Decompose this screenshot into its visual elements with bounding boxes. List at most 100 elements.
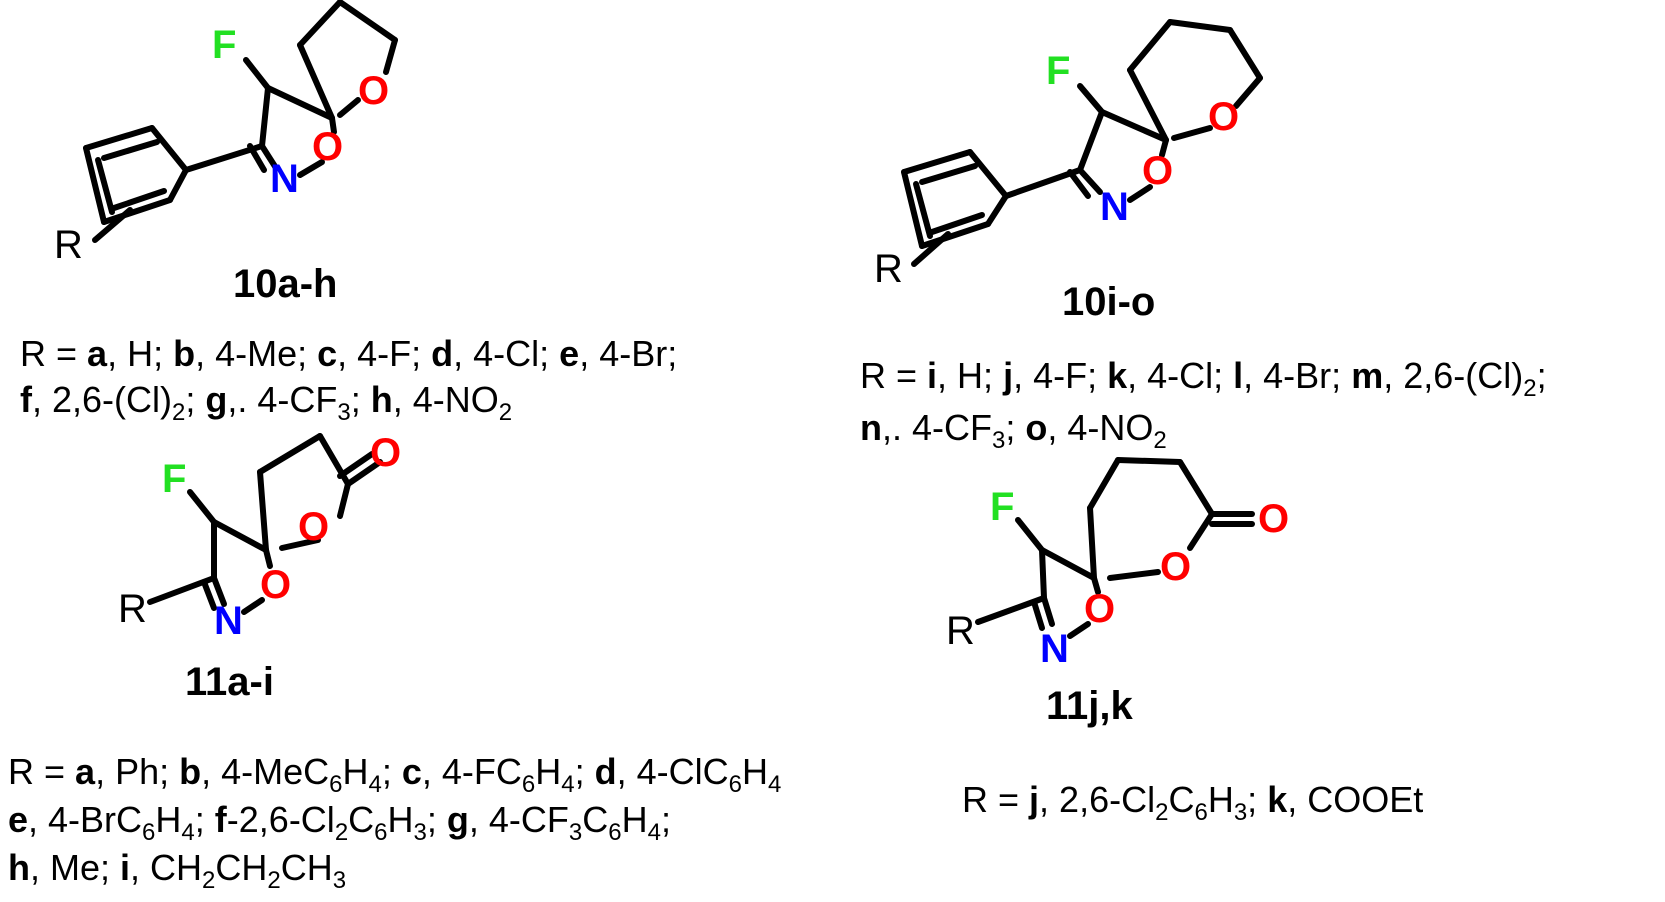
substituents-11a-i-line-1: R = a, Ph; b, 4-MeC6H4; c, 4-FC6H4; d, 4… [8, 751, 781, 797]
text-segment: , 4-Br; [1243, 355, 1352, 396]
compound-letter: c [317, 333, 338, 374]
compound-letter: j [1003, 355, 1014, 396]
subscript: 2 [267, 867, 281, 894]
subscript: 4 [561, 771, 575, 798]
text-segment: R = [962, 779, 1030, 820]
ring-oxygen-atom: O [1160, 545, 1191, 589]
compound-letter: i [927, 355, 938, 396]
subscript: 2 [498, 399, 513, 426]
compound-letter: n [860, 407, 882, 448]
substituents-11j-k-line-1: R = j, 2,6-Cl2C6H3; k, COOEt [962, 779, 1424, 825]
text-segment: ; [1247, 779, 1268, 820]
text-segment: ,. 4-CF [227, 379, 338, 420]
nitrogen-atom: N [1100, 185, 1129, 229]
compound-label-11a-i: 11a-i [185, 660, 274, 704]
subscript: 6 [608, 819, 622, 846]
text-segment: ; [661, 799, 672, 840]
carbonyl-oxygen-atom: O [1258, 497, 1289, 541]
compound-letter: o [1025, 407, 1048, 448]
text-segment: , 4-BrC [28, 799, 143, 840]
structure-10a-h: F O O N R [54, 0, 398, 267]
text-segment: , 4-FC [421, 751, 522, 792]
text-segment: ; [185, 379, 206, 420]
substituents-10a-h-line-1: R = a, H; b, 4-Me; c, 4-F; d, 4-Cl; e, 4… [20, 334, 677, 374]
substituents-11a-i-line-3: h, Me; i, CH2CH2CH3 [8, 847, 346, 893]
subscript: 3 [332, 867, 347, 894]
r-group-label: R [118, 587, 147, 631]
text-segment: R = [8, 751, 76, 792]
subscript: 2 [1155, 799, 1169, 826]
compound-letter: g [446, 799, 469, 840]
r-group-label: R [946, 609, 975, 653]
text-segment: , Ph; [95, 751, 180, 792]
text-segment: , CH [130, 847, 203, 888]
compound-letter: b [179, 751, 202, 792]
text-segment: R = [860, 355, 928, 396]
compound-letter: b [173, 333, 196, 374]
compound-letter: m [1351, 355, 1384, 396]
compound-label-10a-h: 10a-h [233, 262, 338, 306]
text-segment: H [155, 799, 182, 840]
subscript: 3 [992, 427, 1006, 454]
compound-letter: i [120, 847, 131, 888]
text-segment: ; [1005, 407, 1026, 448]
subscript: 2 [172, 399, 186, 426]
fluorine-atom: F [162, 457, 186, 501]
text-segment: ; [194, 799, 215, 840]
compound-letter: l [1233, 355, 1244, 396]
carbonyl-oxygen-atom: O [370, 431, 401, 475]
substituents-10i-o-line-2: n,. 4-CF3; o, 4-NO2 [860, 407, 1167, 453]
text-segment: , H; [107, 333, 174, 374]
substituents-10i-o-line-1: R = i, H; j, 4-F; k, 4-Cl; l, 4-Br; m, 2… [860, 355, 1547, 401]
r-group-label: R [54, 223, 83, 267]
ring-oxygen-atom: O [1208, 95, 1239, 139]
compound-letter: k [1267, 779, 1288, 820]
subscript: 4 [181, 819, 195, 846]
isoxazoline-oxygen-atom: O [1084, 587, 1115, 631]
compound-letter: e [8, 799, 29, 840]
text-segment: C [348, 799, 375, 840]
text-segment: C [582, 799, 609, 840]
subscript: 4 [368, 771, 382, 798]
subscript: 6 [329, 771, 343, 798]
subscript: 6 [728, 771, 743, 798]
text-segment: ; [574, 751, 595, 792]
structure-10i-o: F O O N R [874, 19, 1263, 291]
text-segment: H [621, 799, 648, 840]
compound-letter: c [401, 751, 422, 792]
text-segment: R = [20, 333, 88, 374]
text-segment: H [535, 751, 562, 792]
nitrogen-atom: N [270, 157, 299, 201]
text-segment: CH [215, 847, 268, 888]
subscript: 2 [1523, 375, 1537, 402]
text-segment: H [342, 751, 369, 792]
text-segment: H [387, 799, 414, 840]
substituents-11a-i-line-2: e, 4-BrC6H4; f-2,6-Cl2C6H3; g, 4-CF3C6H4… [8, 799, 672, 845]
compound-letter: h [370, 379, 393, 420]
text-segment: , 4-NO [1047, 407, 1154, 448]
text-segment: , H; [937, 355, 1004, 396]
subscript: 4 [647, 819, 661, 846]
isoxazoline-oxygen-atom: O [1142, 149, 1173, 193]
text-segment: H [1207, 779, 1234, 820]
text-segment: , 4-MeC [201, 751, 330, 792]
text-segment: , 2,6-(Cl) [1383, 355, 1524, 396]
subscript: 4 [768, 771, 782, 798]
subscript: 3 [568, 819, 583, 846]
r-group-label: R [874, 247, 903, 291]
text-segment: , 4-CF [468, 799, 569, 840]
text-segment: ; [426, 799, 447, 840]
subscript: 6 [142, 819, 156, 846]
text-segment: ,. 4-CF [882, 407, 993, 448]
text-segment: , 4-NO [392, 379, 499, 420]
text-segment: CH [280, 847, 333, 888]
compound-letter: a [75, 751, 96, 792]
compound-letter: d [431, 333, 454, 374]
text-segment: , COOEt [1287, 779, 1424, 820]
subscript: 2 [1153, 427, 1167, 454]
compound-letter: f [20, 379, 32, 420]
subscript: 6 [374, 819, 388, 846]
text-segment: ; [350, 379, 371, 420]
text-segment: , 4-ClC [616, 751, 729, 792]
